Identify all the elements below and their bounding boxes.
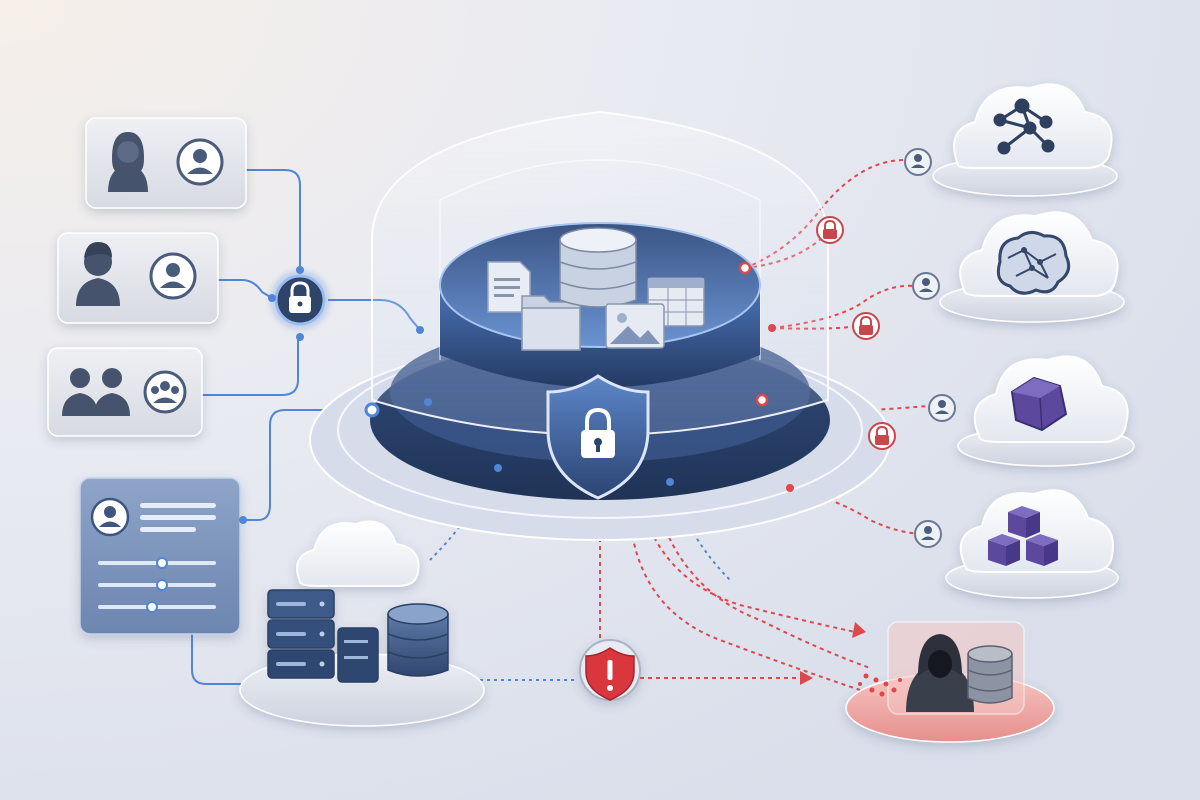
backup-cloud-icon [296, 520, 420, 587]
link-user-3 [202, 340, 299, 396]
profile-settings-panel[interactable] [79, 477, 241, 635]
padlock-icon [289, 281, 311, 313]
central-vault[interactable] [309, 110, 891, 541]
threat-actor[interactable] [845, 621, 1055, 743]
cloud-4-user-badge [914, 520, 942, 548]
leak-particles [858, 673, 902, 697]
group-avatar-icon [62, 368, 130, 416]
stolen-database-icon [967, 645, 1013, 704]
brain-icon [996, 231, 1071, 295]
arrowhead-upper [852, 622, 866, 638]
folder-icon [521, 295, 581, 351]
slider-1[interactable] [98, 557, 216, 569]
cloud-service-2[interactable] [939, 211, 1125, 323]
slider-3[interactable] [98, 601, 216, 613]
text-line-placeholder [140, 503, 216, 508]
user-circle-icon [176, 138, 224, 186]
image-icon [605, 303, 665, 349]
shield-alert-icon [585, 647, 635, 701]
cloud-service-4[interactable] [945, 489, 1119, 599]
leak-lock-1[interactable] [816, 216, 844, 244]
slider-2[interactable] [98, 579, 216, 591]
user-card-1[interactable] [85, 117, 247, 209]
node-dot [296, 333, 304, 341]
leak-lock-3[interactable] [868, 422, 896, 450]
security-alert[interactable] [579, 639, 641, 701]
link-user-2 [218, 279, 273, 299]
cloud-service-1[interactable] [932, 83, 1118, 197]
leak-vault-to-threat-c [629, 519, 861, 691]
link-user-1 [246, 169, 301, 270]
storage-database-icon [387, 603, 449, 677]
node-dot [296, 266, 304, 274]
profile-avatar-icon [90, 497, 130, 537]
server-rack-icon [267, 589, 379, 683]
cloud-3-user-badge [928, 394, 956, 422]
access-lock-hub[interactable] [270, 270, 330, 330]
on-premise-storage[interactable] [239, 520, 485, 727]
link-panel-to-vault [243, 409, 428, 521]
leak-vault-to-threat-b [654, 499, 871, 669]
text-line-placeholder [140, 515, 216, 520]
cube-icon [1010, 376, 1068, 432]
shield-lock-icon [546, 374, 650, 500]
group-circle-icon [143, 370, 187, 414]
vault-leak-nodes [738, 261, 794, 492]
man-avatar-icon [76, 242, 120, 306]
leak-arrowheads [800, 622, 866, 685]
database-icon [559, 227, 637, 308]
network-nodes-icon [993, 98, 1055, 155]
text-line-placeholder [140, 527, 196, 532]
node-dot [268, 294, 276, 302]
node-dot [239, 516, 247, 524]
cubes-icon [988, 506, 1058, 566]
link-panel-to-storage [191, 630, 245, 685]
user-card-2[interactable] [57, 232, 219, 324]
leak-lock-2[interactable] [852, 312, 880, 340]
cloud-1-user-badge [904, 148, 932, 176]
hooded-hacker-icon [906, 634, 974, 712]
woman-avatar-icon [108, 132, 148, 192]
vault-secure-nodes [364, 326, 674, 486]
cloud-2-user-badge [912, 272, 940, 300]
user-circle-icon [149, 252, 197, 300]
leak-vault-to-threat-a [639, 499, 856, 633]
user-card-3[interactable] [47, 347, 203, 437]
cloud-service-3[interactable] [957, 355, 1135, 467]
document-icon [487, 261, 531, 313]
arrowhead-lower [800, 671, 813, 685]
